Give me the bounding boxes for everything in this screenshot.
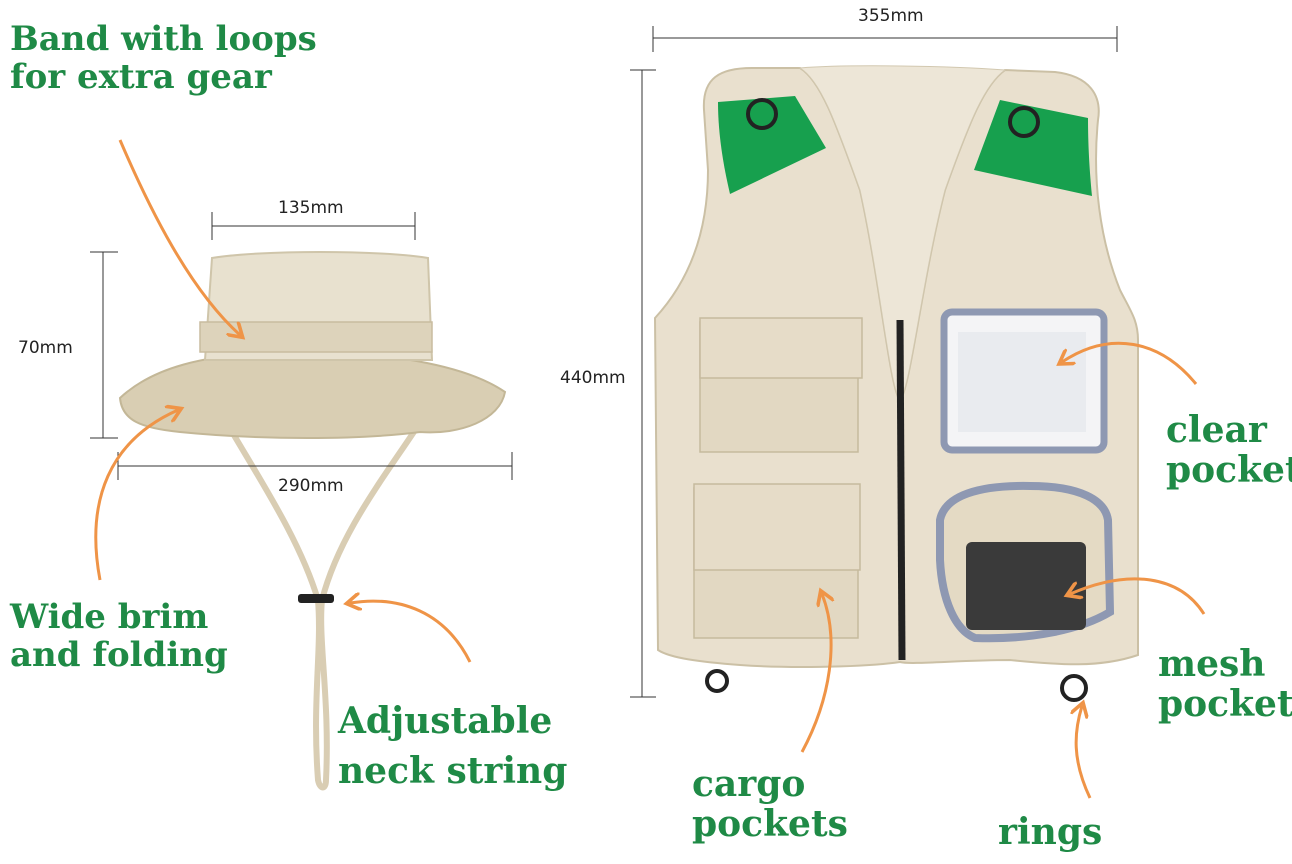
hat-top-width: 135mm: [278, 198, 344, 218]
right-shoulder-patch: [974, 100, 1092, 196]
arrow-rings: [1076, 706, 1092, 799]
arrow-mesh: [1070, 577, 1206, 615]
left-shoulder-patch: [718, 96, 826, 194]
cargo-label-line-2: pockets: [692, 803, 848, 846]
arrow-cargo: [800, 594, 831, 753]
safari-hat: [90, 139, 513, 791]
hat-height: 70mm: [18, 338, 73, 358]
explorer-vest: [630, 26, 1206, 799]
right-ring: [1060, 674, 1088, 702]
string-label-line-2: neck string: [338, 750, 568, 793]
hat-band: [199, 321, 433, 353]
string-label: Adjustable neck string: [338, 696, 567, 797]
clear-label-line-2: pocket: [1166, 449, 1292, 492]
arrow-band: [118, 139, 240, 335]
vest-width: 355mm: [858, 6, 924, 26]
clear-label-line-1: clear: [1166, 409, 1267, 451]
brim-label: Wide brim and folding: [10, 598, 228, 674]
mesh-label-line-2: pocket: [1158, 683, 1292, 726]
hat-brim-width: 290mm: [278, 476, 344, 496]
band-label: Band with loops for extra gear: [10, 20, 317, 96]
band-label-line-1: Band with loops: [10, 19, 317, 59]
band-label-line-2: for extra gear: [10, 57, 272, 98]
cargo-label-line-1: cargo: [692, 763, 806, 805]
rings-label: rings: [998, 811, 1103, 853]
arrow-brim: [94, 410, 178, 581]
arrow-string: [350, 601, 472, 663]
hat-brim: [118, 350, 507, 439]
arrow-clear: [1062, 341, 1198, 385]
brim-label-line-2: and folding: [10, 635, 228, 676]
vest-height: 440mm: [560, 368, 626, 388]
mesh-pocket-label: mesh pocket: [1158, 644, 1292, 725]
left-ring: [705, 669, 729, 693]
string-toggle: [298, 594, 334, 603]
string-label-line-1: Adjustable: [338, 700, 553, 742]
neck-string: [225, 413, 428, 791]
mesh-label-line-1: mesh: [1158, 643, 1266, 685]
clear-pocket-label: clear pocket: [1166, 410, 1292, 491]
brim-label-line-1: Wide brim: [10, 597, 209, 637]
cargo-pockets-label: cargo pockets: [692, 764, 848, 845]
